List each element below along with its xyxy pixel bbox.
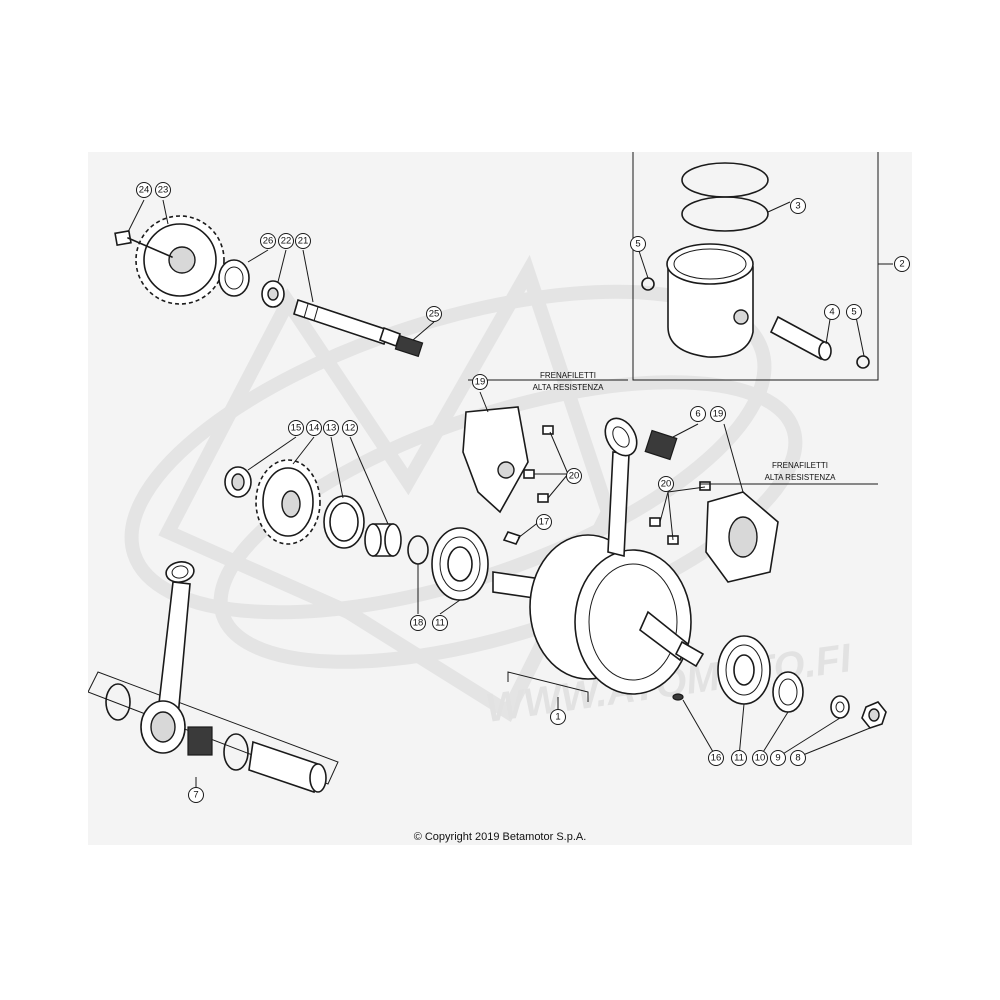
copyright-text: © Copyright 2019 Betamotor S.p.A.	[413, 831, 587, 843]
connecting-rod-installed	[604, 417, 638, 558]
circlip-18	[407, 535, 429, 565]
callout-number: 14	[309, 423, 320, 434]
oil-seal-13	[323, 495, 365, 549]
callout-22: 22	[278, 233, 294, 249]
main-bearing-left	[431, 527, 489, 601]
callout-number: 4	[829, 307, 834, 318]
callout-19-right: 19	[710, 406, 726, 422]
callout-1: 1	[550, 709, 566, 725]
callout-number: 23	[158, 185, 169, 196]
callout-number: 9	[775, 753, 780, 764]
piston-pin	[641, 277, 870, 369]
callout-number: 2	[899, 259, 904, 270]
callout-7: 7	[188, 787, 204, 803]
callout-number: 20	[569, 471, 580, 482]
washer-22	[261, 280, 285, 308]
callout-number: 12	[345, 423, 356, 434]
callout-11-left: 11	[432, 615, 448, 631]
bearing-26	[218, 259, 250, 297]
nut-15	[224, 466, 252, 498]
primary-gear-14	[255, 459, 321, 545]
callout-12: 12	[342, 420, 358, 436]
callout-6: 6	[690, 406, 706, 422]
note-right-line1: FRENAFILETTI	[772, 461, 828, 470]
needle-bearing-25	[394, 334, 424, 358]
callout-number: 18	[413, 618, 424, 629]
callout-13: 13	[323, 420, 339, 436]
callout-10: 10	[752, 750, 768, 766]
oil-seal-10	[772, 671, 804, 713]
callout-number: 3	[795, 201, 800, 212]
note-top-line2: ALTA RESISTENZA	[533, 383, 604, 392]
nut-8	[861, 701, 887, 729]
small-end-bearing	[644, 429, 678, 461]
callout-number: 10	[755, 753, 766, 764]
callout-15: 15	[288, 420, 304, 436]
main-bearing-right	[717, 635, 771, 705]
leader-lines	[127, 199, 893, 795]
timing-gear	[114, 215, 225, 305]
callout-11-right: 11	[731, 750, 747, 766]
thread-lock-note-right: FRENAFILETTI ALTA RESISTENZA	[765, 461, 836, 482]
callout-20-right: 20	[658, 476, 674, 492]
crankshaft	[492, 534, 705, 702]
callout-26: 26	[260, 233, 276, 249]
callout-number: 8	[795, 753, 800, 764]
connecting-rod-kit	[88, 561, 339, 794]
thread-lock-note-top: FRENAFILETTI ALTA RESISTENZA	[533, 371, 604, 392]
callout-16: 16	[708, 750, 724, 766]
callout-5-right: 5	[846, 304, 862, 320]
callout-number: 26	[263, 236, 274, 247]
callout-number: 15	[291, 423, 302, 434]
piston-rings	[681, 162, 769, 232]
callout-18: 18	[410, 615, 426, 631]
callout-number: 17	[539, 517, 550, 528]
callout-number: 5	[635, 239, 640, 250]
note-right-line2: ALTA RESISTENZA	[765, 473, 836, 482]
key-16	[672, 693, 684, 701]
piston	[666, 243, 754, 358]
callout-number: 16	[711, 753, 722, 764]
callout-24: 24	[136, 182, 152, 198]
callout-number: 11	[435, 618, 445, 629]
callout-25: 25	[426, 306, 442, 322]
callout-number: 19	[713, 409, 724, 420]
callout-21: 21	[295, 233, 311, 249]
callout-19-left: 19	[472, 374, 488, 390]
callout-number: 19	[475, 377, 486, 388]
note-top-line1: FRENAFILETTI	[540, 371, 596, 380]
callout-number: 25	[429, 309, 440, 320]
balancer-shaft	[293, 298, 402, 348]
callout-number: 1	[555, 712, 560, 723]
callout-9: 9	[770, 750, 786, 766]
callout-8: 8	[790, 750, 806, 766]
callout-number: 7	[193, 790, 198, 801]
callout-number: 24	[139, 185, 150, 196]
callout-number: 5	[851, 307, 856, 318]
callout-4: 4	[824, 304, 840, 320]
callout-number: 13	[326, 423, 337, 434]
callout-3: 3	[790, 198, 806, 214]
washer-9	[830, 695, 850, 719]
callout-2: 2	[894, 256, 910, 272]
callout-number: 6	[695, 409, 700, 420]
callout-20-top: 20	[566, 468, 582, 484]
piston-kit-box	[632, 152, 886, 381]
bracket-left	[462, 406, 529, 514]
parts-diagram-panel: WWW.ATOMOTO.FI	[88, 152, 912, 845]
callout-number: 20	[661, 479, 672, 490]
callout-number: 22	[281, 236, 292, 247]
callout-14: 14	[306, 420, 322, 436]
callout-number: 21	[298, 236, 309, 247]
callout-17: 17	[536, 514, 552, 530]
spacer-12	[364, 523, 402, 557]
callout-23: 23	[155, 182, 171, 198]
callout-5-left: 5	[630, 236, 646, 252]
callout-number: 11	[734, 753, 744, 764]
